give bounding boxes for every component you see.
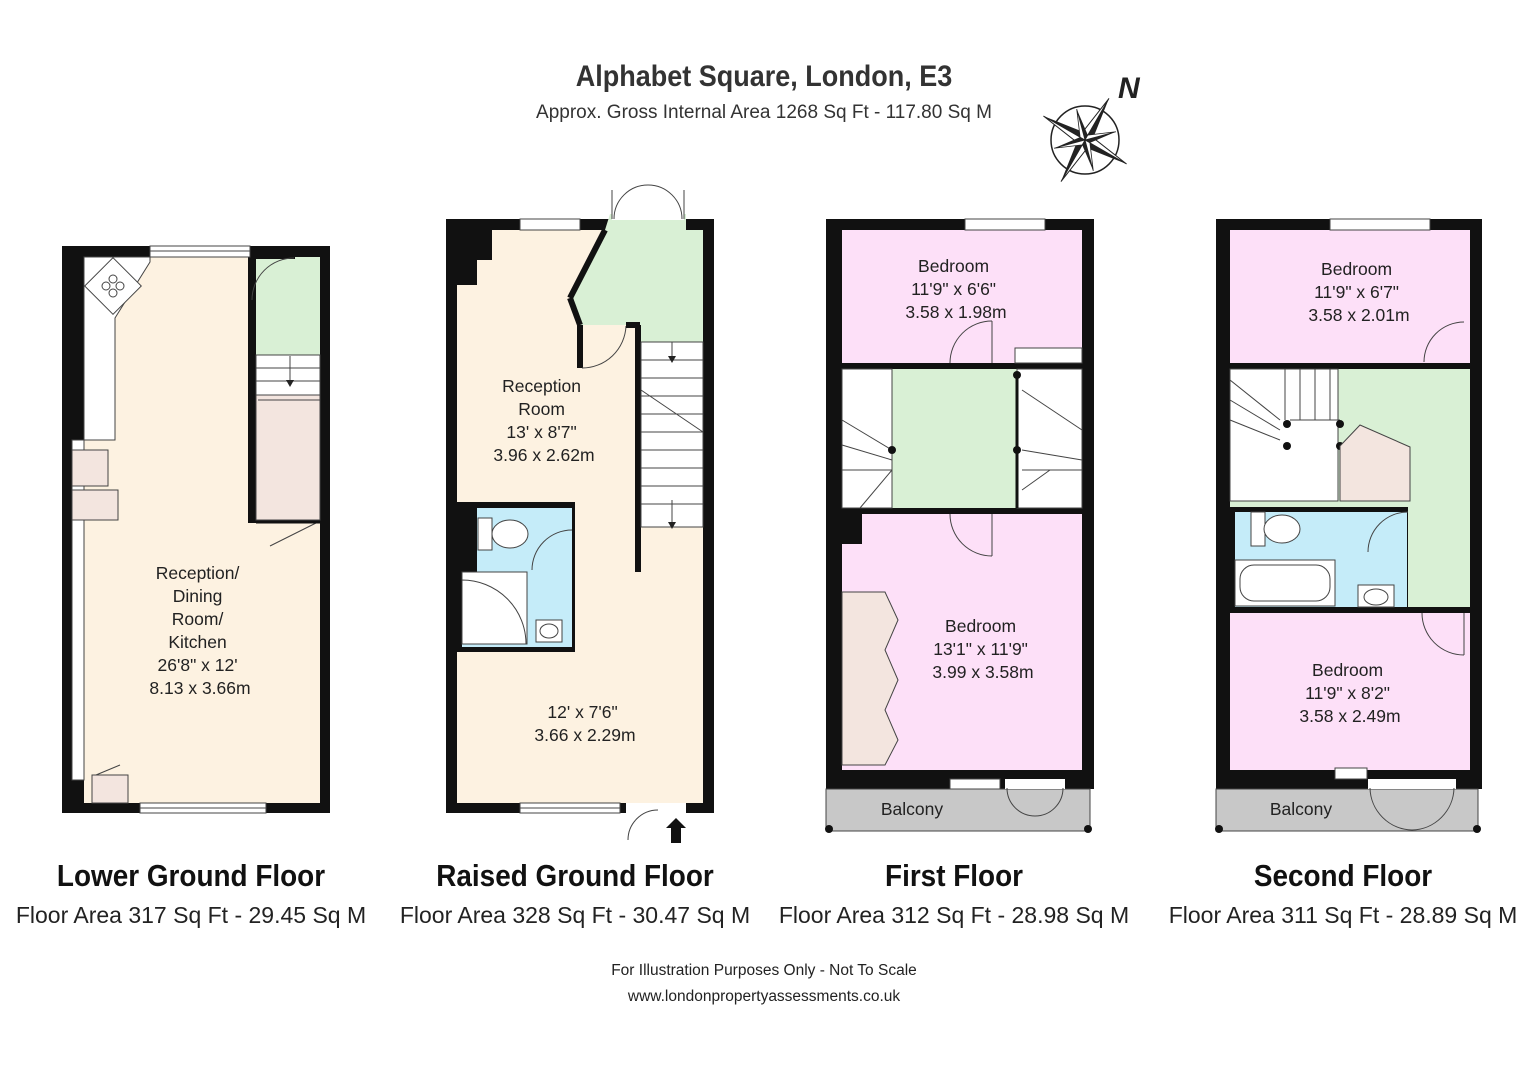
- room-text-line: 3.96 x 2.62m: [493, 445, 594, 465]
- compass-icon: [1043, 98, 1127, 182]
- ff-balcony-label: Balcony: [881, 799, 944, 819]
- floor-area-second: Floor Area 311 Sq Ft - 28.89 Sq M: [1168, 902, 1518, 928]
- floor-area-raised-ground: Floor Area 328 Sq Ft - 30.47 Sq M: [399, 902, 751, 928]
- room-text-line: Bedroom: [1312, 660, 1383, 680]
- floor-title-lower-ground: Lower Ground Floor: [56, 858, 326, 893]
- room-text-line: 3.58 x 2.01m: [1308, 305, 1409, 325]
- room-text-line: Kitchen: [168, 632, 226, 652]
- ff-bedroom-1-label: Bedroom 11'9" x 6'6" 3.58 x 1.98m: [905, 256, 1006, 322]
- gross-area-subtitle: Approx. Gross Internal Area 1268 Sq Ft -…: [536, 102, 992, 123]
- room-text-line: 3.66 x 2.29m: [534, 725, 635, 745]
- room-text-line: Reception: [502, 376, 581, 396]
- plan-title: Alphabet Square, London, E3: [575, 60, 953, 93]
- room-text-line: Room: [518, 399, 565, 419]
- lower-ground-floor-plan: [62, 245, 330, 814]
- floor-title-first: First Floor: [885, 858, 1023, 893]
- room-text-line: 11'9" x 6'6": [911, 279, 996, 299]
- raised-ground-floor-plan: [446, 184, 714, 843]
- room-text-line: 12' x 7'6": [547, 702, 617, 722]
- room-text-line: 3.99 x 3.58m: [932, 662, 1033, 682]
- rg-front-room-label: 12' x 7'6" 3.66 x 2.29m: [534, 702, 635, 745]
- floor-title-second: Second Floor: [1253, 858, 1433, 893]
- compass-north-label: N: [1118, 72, 1141, 105]
- room-text-line: Room/: [172, 609, 224, 629]
- room-text-line: 26'8" x 12': [158, 655, 238, 675]
- room-text-line: 3.58 x 1.98m: [905, 302, 1006, 322]
- floor-title-raised-ground: Raised Ground Floor: [436, 858, 714, 893]
- sf-bedroom-1-label: Bedroom 11'9" x 6'7" 3.58 x 2.01m: [1308, 259, 1409, 325]
- room-text-line: Dining: [173, 586, 223, 606]
- room-text-line: 11'9" x 8'2": [1305, 683, 1390, 703]
- room-text-line: Reception/: [156, 563, 240, 583]
- disclaimer-text: For Illustration Purposes Only - Not To …: [611, 962, 917, 979]
- first-floor-plan: [825, 218, 1094, 833]
- room-text-line: 13' x 8'7": [506, 422, 576, 442]
- room-text-line: 11'9" x 6'7": [1314, 282, 1399, 302]
- rg-reception-label: Reception Room 13' x 8'7" 3.96 x 2.62m: [493, 376, 594, 465]
- ff-bedroom-2-label: Bedroom 13'1" x 11'9" 3.99 x 3.58m: [932, 616, 1033, 682]
- second-floor-plan: [1215, 218, 1482, 833]
- room-text-line: Bedroom: [945, 616, 1016, 636]
- sf-balcony-label: Balcony: [1270, 799, 1333, 819]
- room-text-line: 3.58 x 2.49m: [1299, 706, 1400, 726]
- lg-reception-label: Reception/ Dining Room/ Kitchen 26'8" x …: [149, 563, 250, 698]
- sf-bedroom-2-label: Bedroom 11'9" x 8'2" 3.58 x 2.49m: [1299, 660, 1400, 726]
- room-text-line: 13'1" x 11'9": [933, 639, 1028, 659]
- room-text-line: Bedroom: [1321, 259, 1392, 279]
- website-text: www.londonpropertyassessments.co.uk: [627, 988, 901, 1005]
- room-text-line: Bedroom: [918, 256, 989, 276]
- floor-area-lower-ground: Floor Area 317 Sq Ft - 29.45 Sq M: [15, 902, 367, 928]
- room-text-line: 8.13 x 3.66m: [149, 678, 250, 698]
- floor-area-first: Floor Area 312 Sq Ft - 28.98 Sq M: [778, 902, 1130, 928]
